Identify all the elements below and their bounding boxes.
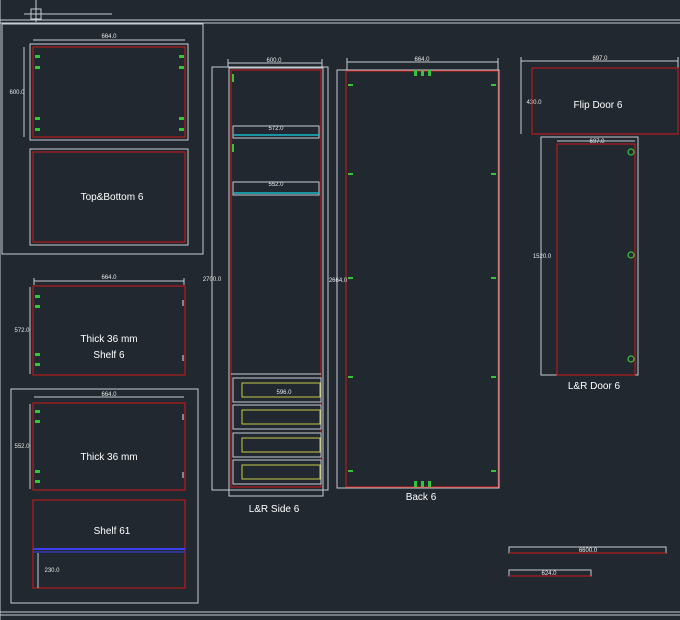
back-width-dim: 664.0	[414, 57, 430, 63]
strip-short: 624.0	[508, 569, 592, 577]
flip-door-label: Flip Door 6	[574, 100, 623, 111]
shelf-61-label: Shelf 61	[94, 526, 131, 537]
shelf-thick-label-line1: Thick 36 mm	[80, 334, 137, 345]
back-label: Back 6	[406, 492, 437, 503]
back-height-dim: 2664.0	[329, 278, 348, 284]
lr-side-drawer-dim: 596.0	[276, 390, 292, 396]
cad-crosshair-cursor	[24, 0, 112, 22]
hardware-markers	[348, 70, 496, 487]
top-bottom-width-dim: 664.0	[101, 34, 117, 40]
strip-short-dim: 624.0	[541, 571, 557, 577]
hardware-markers	[35, 55, 184, 131]
lower-group: 664.0 552.0 Thick 36 mm Shelf 61 230.0	[10, 388, 199, 604]
strip-long: 6600.0	[508, 546, 667, 554]
shelf-thick-panel: 664.0 572.0 Thick 36 mm Shelf 6	[14, 275, 186, 376]
thick-lower-width-dim: 664.0	[101, 392, 117, 398]
lr-door-height-dim: 1520.0	[533, 254, 552, 260]
shelf-thick-height-dim: 572.0	[14, 328, 30, 334]
hardware-markers	[35, 410, 40, 483]
hardware-markers	[232, 74, 234, 152]
top-bottom-height-dim: 600.0	[9, 90, 25, 96]
lr-side-width-dim: 600.0	[266, 58, 282, 64]
thick-lower-label: Thick 36 mm	[80, 452, 137, 463]
flip-door-height-dim: 430.0	[526, 100, 542, 106]
shelf-61-height-dim: 230.0	[44, 568, 60, 574]
hinge-markers	[627, 148, 635, 363]
lr-door-panel: 697.0 1520.0 L&R Door 6	[533, 136, 639, 392]
drawer-stack	[232, 377, 322, 485]
top-bottom-group: 664.0 600.0 Top&Bottom 6	[1, 23, 204, 255]
lr-side-shelf1-dim: 572.0	[268, 126, 284, 132]
lr-door-label: L&R Door 6	[568, 381, 621, 392]
lr-side-shelf2-dim: 552.0	[268, 182, 284, 188]
shelf-thick-label-line2: Shelf 6	[93, 350, 125, 361]
lr-side-panel: 600.0 2700.0 572.0 552.0 596.0 L&R Side …	[203, 58, 329, 515]
flip-door-width-dim: 697.0	[592, 56, 608, 62]
lr-side-label: L&R Side 6	[249, 504, 300, 515]
thick-lower-height-dim: 552.0	[14, 444, 30, 450]
lr-door-width-dim: 697.0	[589, 139, 605, 145]
strip-long-dim: 6600.0	[579, 548, 598, 554]
back-panel: 664.0 2664.0 Back 6	[329, 57, 500, 503]
flip-door-panel: 697.0 430.0 Flip Door 6	[520, 56, 679, 135]
top-bottom-label: Top&Bottom 6	[81, 192, 144, 203]
shelf-thick-width-dim: 664.0	[101, 275, 117, 281]
hardware-markers	[35, 295, 40, 366]
lr-side-height-dim: 2700.0	[203, 277, 222, 283]
